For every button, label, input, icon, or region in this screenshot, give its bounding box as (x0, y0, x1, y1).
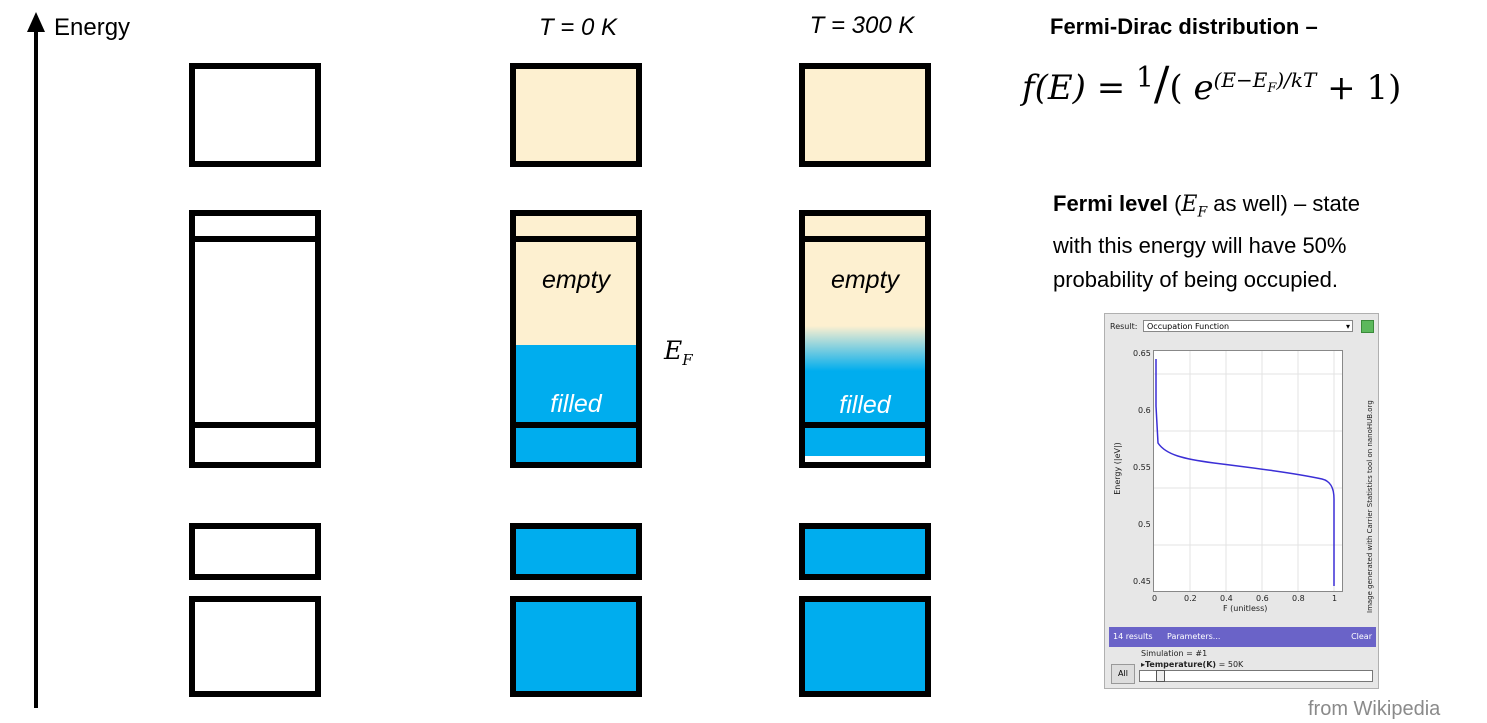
plot-svg (1154, 351, 1342, 591)
state-box (189, 63, 321, 167)
x-tick: 0.2 (1184, 594, 1197, 603)
state-box-filled (510, 523, 642, 580)
y-axis-label: Energy (|eV|) (1112, 442, 1122, 495)
all-button[interactable]: All (1111, 664, 1135, 684)
y-tick: 0.6 (1138, 406, 1151, 415)
y-tick: 0.55 (1133, 463, 1151, 472)
fd-title: Fermi-Dirac distribution – (1050, 14, 1318, 39)
energy-axis (34, 18, 38, 708)
temperature-param: ▸Temperature(K) = 50K (1141, 660, 1244, 669)
label-filled-t0: filled (550, 390, 602, 418)
chevron-down-icon: ▾ (1345, 322, 1350, 331)
x-tick: 0.4 (1220, 594, 1233, 603)
simulation-label: Simulation = #1 (1141, 649, 1208, 658)
state-box-filled (799, 523, 931, 580)
x-tick: 0 (1152, 594, 1158, 603)
label-empty-t300: empty (830, 266, 900, 294)
y-tick: 0.45 (1133, 577, 1151, 586)
plot-area (1153, 350, 1343, 592)
label-filled-t300: filled (839, 391, 891, 419)
heading-t300: T = 300 K (809, 12, 915, 39)
band-box (189, 210, 321, 468)
results-bar: 14 results Parameters... Clear (1109, 627, 1376, 647)
results-count: 14 results (1113, 632, 1153, 641)
slider-handle[interactable] (1156, 670, 1165, 682)
result-label: Result: (1110, 322, 1138, 331)
clear-link[interactable]: Clear (1351, 632, 1372, 641)
state-box-empty (799, 63, 931, 167)
band-box-t0 (510, 210, 642, 468)
download-icon[interactable] (1361, 320, 1374, 333)
y-tick: 0.65 (1133, 349, 1151, 358)
result-dropdown[interactable]: Occupation Function ▾ (1143, 320, 1353, 332)
fermi-level-marker: EF (664, 336, 693, 369)
occupation-curve (1155, 359, 1335, 586)
occupation-function-screenshot: Result: Occupation Function ▾ 0.65 0.6 0… (1104, 313, 1379, 689)
x-tick: 0.8 (1292, 594, 1305, 603)
x-axis-label: F (unitless) (1223, 604, 1268, 613)
energy-axis-arrowhead (27, 12, 45, 32)
state-box (189, 596, 321, 697)
parameters-link[interactable]: Parameters... (1167, 632, 1221, 641)
state-box-empty (510, 63, 642, 167)
side-caption: Image generated with Carrier Statistics … (1366, 400, 1374, 613)
state-box-filled (799, 596, 931, 697)
label-empty-t0: empty (541, 266, 611, 294)
state-box-filled (510, 596, 642, 697)
temperature-slider[interactable] (1139, 670, 1373, 682)
credit: from Wikipedia (1308, 698, 1441, 720)
heading-t0: T = 0 K (538, 14, 618, 41)
energy-axis-label: Energy (54, 14, 131, 41)
state-box (189, 523, 321, 580)
y-tick: 0.5 (1138, 520, 1151, 529)
fd-formula: f(E) = 1/( e(E−EF)/kT + 1) (1022, 56, 1402, 110)
band-box-t300 (799, 210, 931, 468)
x-tick: 0.6 (1256, 594, 1269, 603)
x-tick: 1 (1332, 594, 1338, 603)
fermi-level-description: Fermi level (EF as well) – state with th… (1053, 191, 1361, 293)
